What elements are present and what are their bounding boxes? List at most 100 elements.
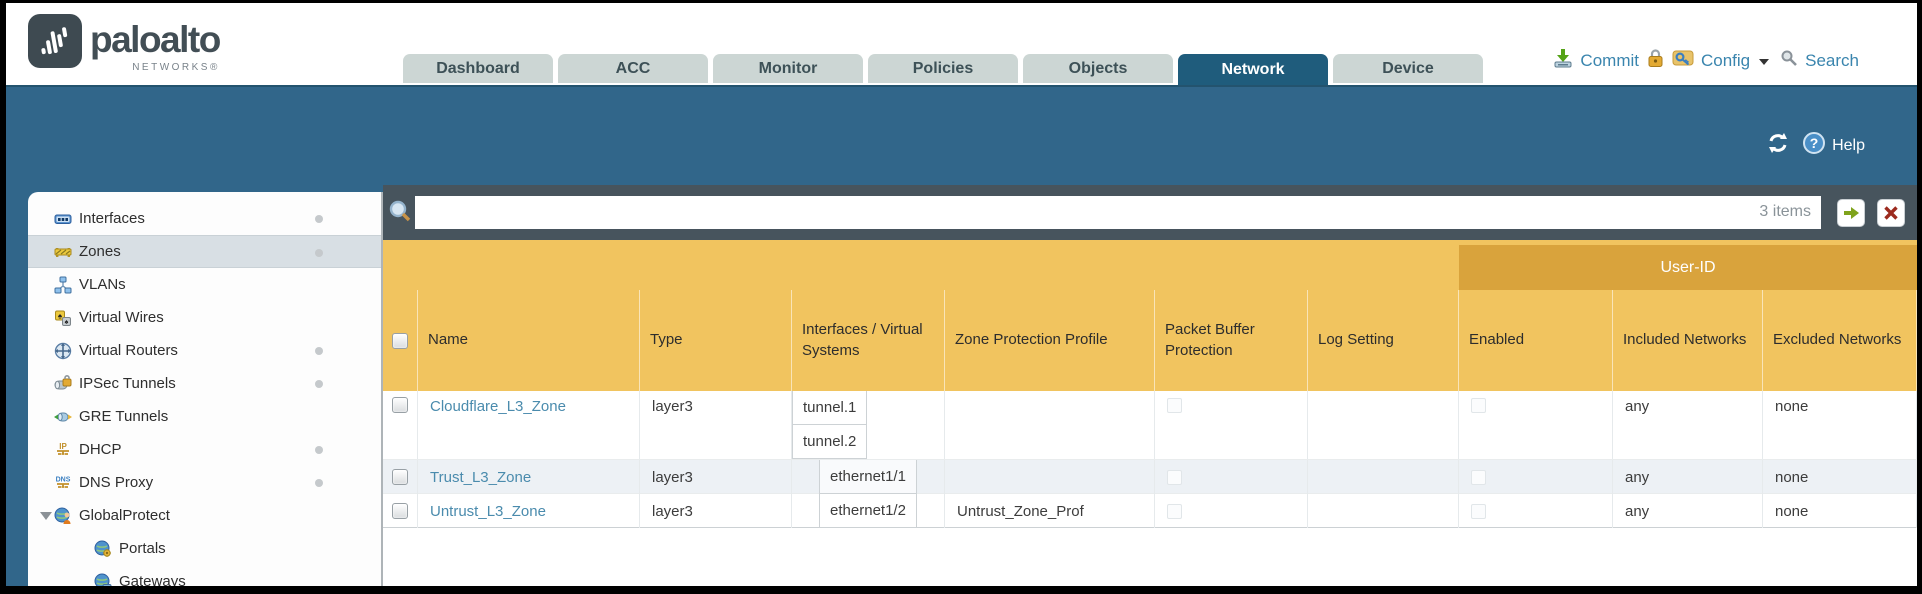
column-header-log-setting[interactable]: Log Setting xyxy=(1308,290,1459,391)
user-id-enabled-checkbox xyxy=(1471,503,1486,519)
sidebar-item-label: Virtual Routers xyxy=(79,342,178,359)
packet-buffer-protection-checkbox xyxy=(1167,469,1182,485)
zone-name-link[interactable]: Cloudflare_L3_Zone xyxy=(430,398,566,415)
brand-name: paloalto xyxy=(90,19,221,60)
zone-name-link[interactable]: Untrust_L3_Zone xyxy=(430,502,546,520)
packet-buffer-protection-checkbox xyxy=(1167,398,1182,413)
refresh-icon[interactable] xyxy=(1766,131,1790,160)
sidebar-item-label: Portals xyxy=(119,540,166,557)
status-dot xyxy=(315,446,323,454)
user-id-enabled-checkbox xyxy=(1471,469,1486,485)
column-header-type[interactable]: Type xyxy=(640,290,792,391)
commit-button[interactable]: Commit xyxy=(1580,50,1639,70)
sidebar-item-dns-proxy[interactable]: DNS DNS Proxy xyxy=(28,466,381,499)
gateways-icon xyxy=(94,573,112,586)
sidebar-item-vlans[interactable]: VLANs xyxy=(28,268,381,301)
column-header-excluded-networks[interactable]: Excluded Networks xyxy=(1763,290,1917,391)
packet-buffer-protection-checkbox xyxy=(1167,503,1182,519)
tab-network[interactable]: Network xyxy=(1178,54,1328,85)
sidebar-item-zones[interactable]: Zones xyxy=(28,235,381,268)
filter-toolbar: 3 items xyxy=(383,185,1917,240)
excluded-networks: none xyxy=(1763,494,1917,528)
tab-acc[interactable]: ACC xyxy=(558,54,708,83)
sidebar-item-dhcp[interactable]: IP DHCP xyxy=(28,433,381,466)
status-dot xyxy=(315,479,323,487)
user-id-enabled-checkbox xyxy=(1471,398,1486,413)
status-dot xyxy=(315,380,323,388)
row-checkbox[interactable] xyxy=(392,397,408,413)
table-row: Untrust_L3_Zone layer3 ethernet1/2 Untru… xyxy=(383,494,1917,528)
zone-protection-profile: Untrust_Zone_Prof xyxy=(945,494,1155,528)
filter-search-icon xyxy=(387,199,413,230)
tab-policies[interactable]: Policies xyxy=(868,54,1018,83)
select-all-checkbox[interactable] xyxy=(392,332,408,349)
svg-text:♠: ♠ xyxy=(58,311,63,320)
row-checkbox[interactable] xyxy=(392,469,408,485)
column-header-interfaces[interactable]: Interfaces / Virtual Systems xyxy=(792,290,945,391)
sidebar-item-interfaces[interactable]: Interfaces xyxy=(28,202,381,235)
clear-filter-button[interactable] xyxy=(1877,199,1905,227)
help-icon[interactable]: ? xyxy=(1802,131,1826,160)
search-icon xyxy=(1780,49,1798,72)
zone-name-link[interactable]: Trust_L3_Zone xyxy=(430,468,532,486)
top-header: paloalto NETWORKS® Dashboard ACC Monitor… xyxy=(6,3,1917,85)
network-sidebar: Interfaces Zones VLANs ♠♠ Virtual Wires … xyxy=(28,192,383,586)
gre-tunnels-icon xyxy=(54,412,72,421)
row-checkbox[interactable] xyxy=(392,503,408,519)
zone-type: layer3 xyxy=(640,391,792,459)
paloalto-logo-icon xyxy=(28,14,82,68)
interface-item: tunnel.1 xyxy=(792,391,868,425)
user-id-group-header: User-ID xyxy=(1459,245,1917,290)
svg-text:?: ? xyxy=(1810,135,1819,151)
zones-content: 3 items User-ID Name Type Interfaces / V… xyxy=(383,185,1917,586)
column-header-enabled[interactable]: Enabled xyxy=(1459,290,1613,391)
tab-monitor[interactable]: Monitor xyxy=(713,54,863,83)
chevron-down-icon[interactable] xyxy=(1759,58,1770,65)
log-setting xyxy=(1308,391,1459,459)
column-header-packet-buffer-protection[interactable]: Packet Buffer Protection xyxy=(1155,290,1308,391)
zone-protection-profile xyxy=(945,460,1155,494)
config-icon xyxy=(1672,48,1694,73)
tab-device[interactable]: Device xyxy=(1333,54,1483,83)
column-header-included-networks[interactable]: Included Networks xyxy=(1613,290,1763,391)
page-body: ? Help Interfaces Zones VLANs ♠♠ xyxy=(6,85,1917,586)
sidebar-item-gre-tunnels[interactable]: GRE Tunnels xyxy=(28,400,381,433)
column-header-zone-protection-profile[interactable]: Zone Protection Profile xyxy=(945,290,1155,391)
table-row: Cloudflare_L3_Zone layer3 tunnel.1 tunne… xyxy=(383,391,1917,460)
status-dot xyxy=(315,215,323,223)
sidebar-item-ipsec-tunnels[interactable]: IPSec Tunnels xyxy=(28,367,381,400)
interface-item: ethernet1/2 xyxy=(819,494,917,528)
excluded-networks: none xyxy=(1763,391,1917,459)
excluded-networks: none xyxy=(1763,460,1917,494)
sidebar-item-virtual-routers[interactable]: Virtual Routers xyxy=(28,334,381,367)
column-header-name[interactable]: Name xyxy=(418,290,640,391)
sidebar-item-label: DHCP xyxy=(79,441,122,458)
expander-triangle-icon[interactable] xyxy=(40,511,52,520)
interface-item: tunnel.2 xyxy=(792,425,868,459)
search-button[interactable]: Search xyxy=(1805,50,1859,70)
filter-input[interactable] xyxy=(415,196,1821,229)
svg-text:DNS: DNS xyxy=(56,476,71,483)
lock-icon[interactable] xyxy=(1646,48,1665,73)
sidebar-item-gateways[interactable]: Gateways xyxy=(28,565,381,586)
tab-dashboard[interactable]: Dashboard xyxy=(403,54,553,83)
apply-filter-button[interactable] xyxy=(1837,199,1865,227)
zone-protection-profile xyxy=(945,391,1155,459)
sidebar-item-portals[interactable]: Portals xyxy=(28,532,381,565)
sidebar-item-globalprotect[interactable]: GlobalProtect xyxy=(28,499,381,532)
included-networks: any xyxy=(1613,460,1763,494)
sidebar-item-label: Zones xyxy=(79,243,121,260)
svg-text:♠: ♠ xyxy=(65,319,69,326)
sidebar-item-virtual-wires[interactable]: ♠♠ Virtual Wires xyxy=(28,301,381,334)
tab-objects[interactable]: Objects xyxy=(1023,54,1173,83)
zone-type: layer3 xyxy=(640,460,792,494)
interface-item: ethernet1/1 xyxy=(819,460,917,494)
items-count: 3 items xyxy=(1759,203,1811,220)
help-label[interactable]: Help xyxy=(1832,136,1865,154)
globalprotect-icon xyxy=(54,507,71,524)
config-menu[interactable]: Config xyxy=(1700,50,1751,70)
sidebar-item-label: GRE Tunnels xyxy=(79,408,169,425)
zone-type: layer3 xyxy=(640,494,792,528)
commit-icon xyxy=(1553,48,1573,73)
sidebar-item-label: IPSec Tunnels xyxy=(79,375,176,392)
